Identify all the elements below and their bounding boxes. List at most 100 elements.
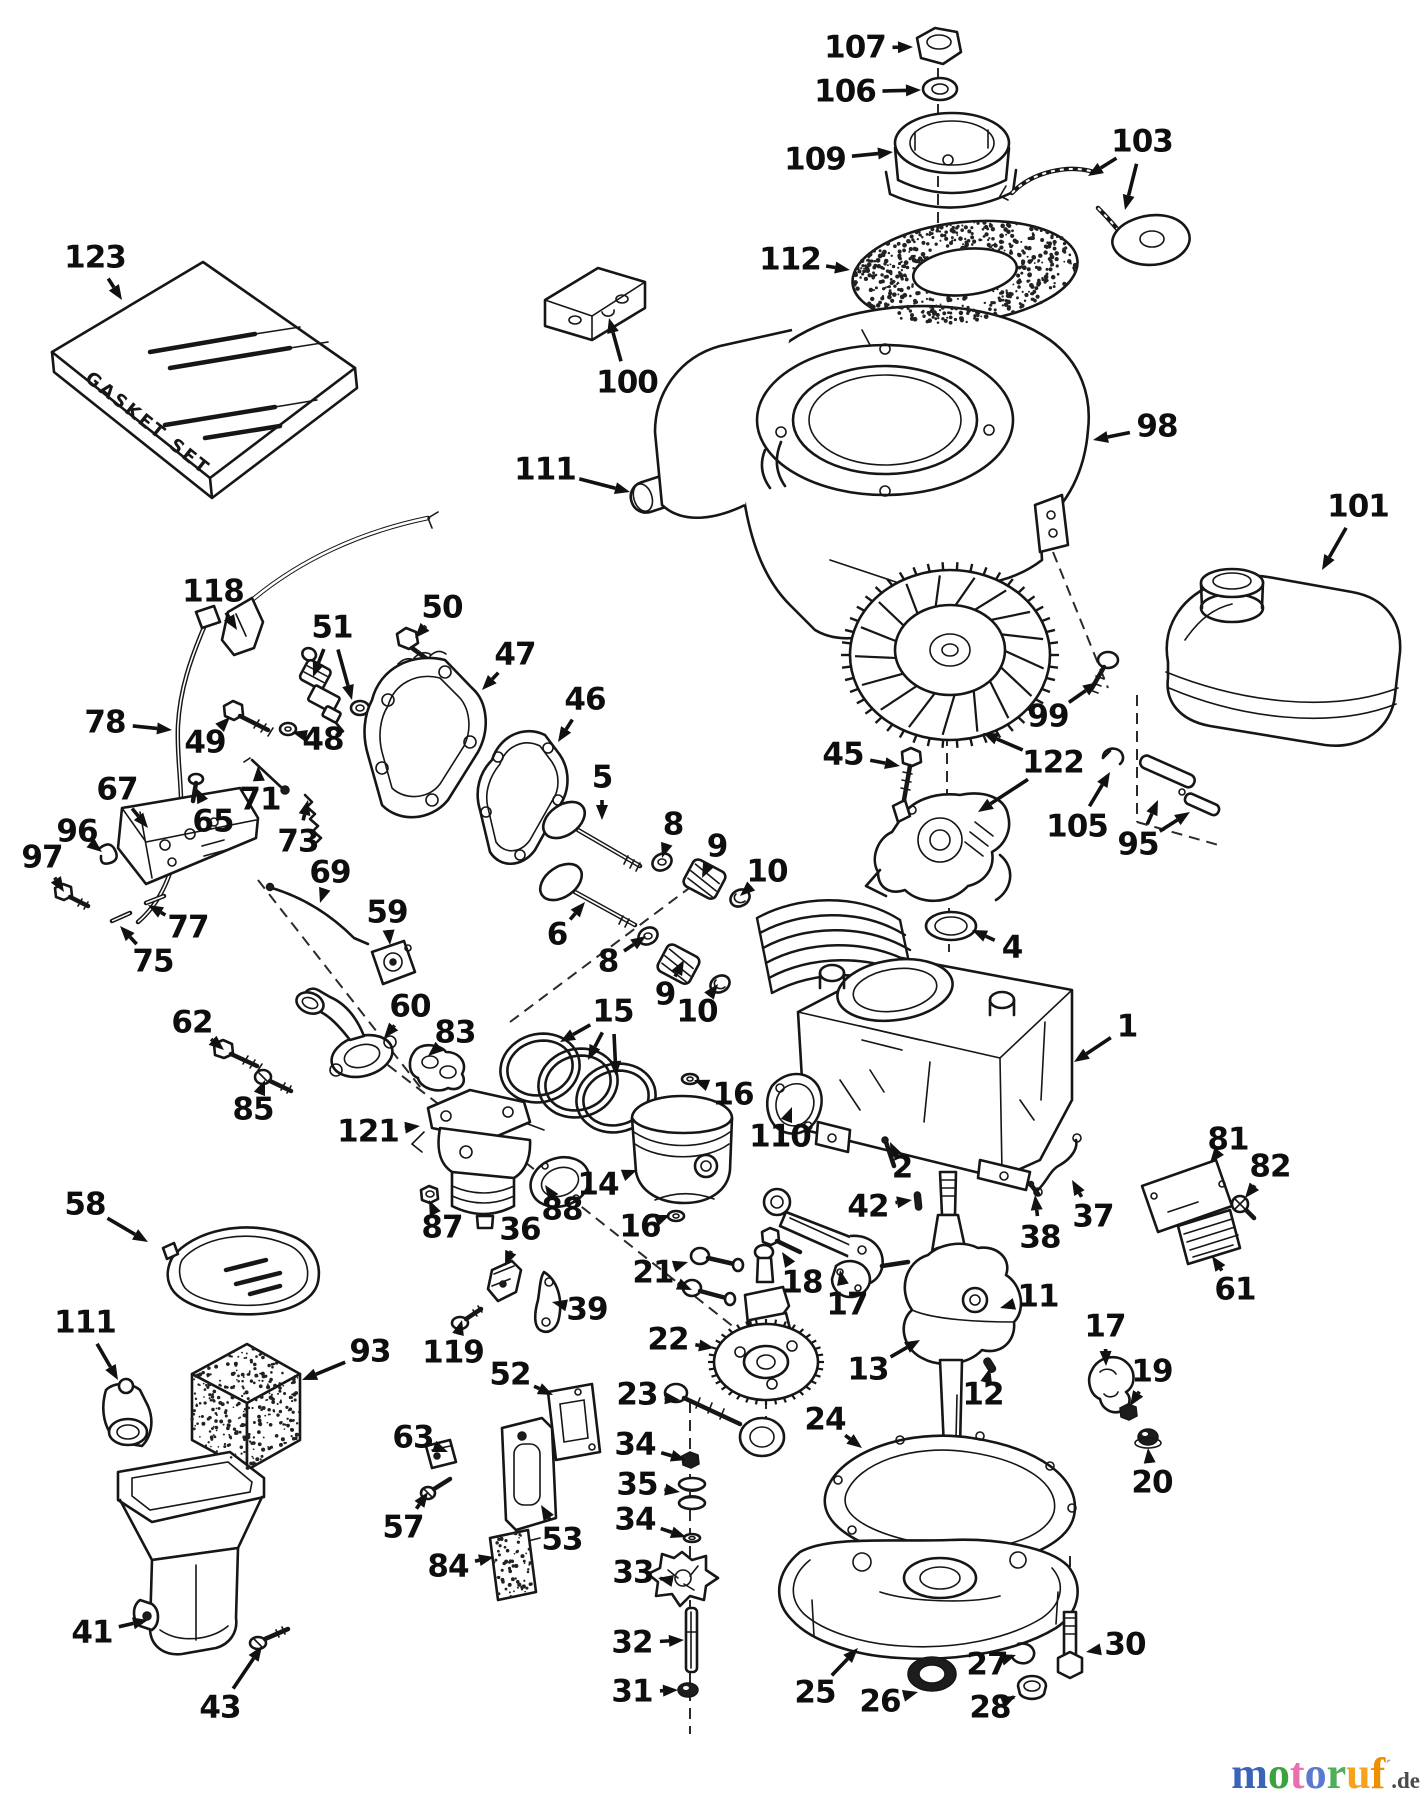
leader-arrowhead: [664, 1392, 680, 1405]
callout-8-95: 8: [597, 943, 620, 980]
leader-arrowhead: [704, 984, 718, 1000]
flange-nut-20: [1134, 1428, 1162, 1449]
screw-65: [187, 772, 205, 804]
callout-75-31: 75: [132, 943, 174, 980]
callout-123-6: 123: [64, 239, 127, 276]
callout-97-26: 97: [21, 839, 63, 876]
head-gasket: [476, 729, 569, 866]
callout-9-96: 9: [654, 976, 677, 1013]
callout-16-42: 16: [619, 1208, 661, 1245]
leader-arrowhead: [1086, 1643, 1102, 1656]
mounting-bracket: [543, 266, 647, 342]
callout-13-70: 13: [847, 1351, 889, 1388]
leader-arrowhead: [558, 726, 572, 742]
callout-17-68: 17: [826, 1286, 868, 1323]
callout-6-91: 6: [546, 916, 569, 953]
leader-line: [160, 910, 167, 917]
leader-arrowhead: [298, 800, 311, 816]
control-bracket-67: [116, 786, 260, 886]
pin-retainer-16a: [680, 1072, 700, 1086]
leader-arrowhead: [877, 147, 893, 160]
callout-36-45: 36: [499, 1211, 541, 1248]
starter-rope: [998, 166, 1191, 267]
leader-arrowhead: [302, 1368, 319, 1380]
callout-14-40: 14: [577, 1166, 619, 1203]
watermark-logo: motoruf´.de: [1231, 1752, 1420, 1796]
leader-line: [132, 724, 158, 731]
callout-107-0: 107: [824, 29, 887, 66]
screw-85: [253, 1068, 294, 1094]
callout-35-60: 35: [616, 1466, 658, 1503]
nut-31: [677, 1682, 699, 1698]
pin-retainer-16b: [666, 1209, 686, 1223]
leader-arrowhead: [1146, 800, 1158, 817]
callout-17-81: 17: [1084, 1308, 1126, 1345]
cotter-pin-38: [1027, 1180, 1041, 1197]
valve-spring-9a: [682, 858, 727, 900]
callout-111-7: 111: [514, 451, 577, 488]
leader-arrowhead: [630, 936, 646, 950]
leader-arrowhead: [342, 683, 354, 700]
watermark-letter: u: [1346, 1749, 1371, 1798]
watermark-word: motoruf: [1231, 1749, 1385, 1798]
watermark-letter: r: [1326, 1749, 1347, 1798]
leader-line: [1107, 430, 1131, 439]
callout-60-35: 60: [389, 988, 431, 1025]
callout-37-77: 37: [1072, 1198, 1114, 1235]
leader-arrowhead: [319, 886, 331, 903]
callout-22-65: 22: [647, 1321, 689, 1358]
leader-line: [423, 624, 428, 629]
leader-arrowhead: [1322, 553, 1335, 570]
leader-arrowhead: [653, 1215, 670, 1227]
leader-line: [474, 1558, 480, 1563]
callout-9-93: 9: [706, 828, 729, 865]
screw-82: [1230, 1194, 1257, 1221]
pan-bolt-30: [1056, 1610, 1084, 1680]
leader-arrowhead: [675, 1278, 692, 1290]
callout-31-64: 31: [611, 1673, 653, 1710]
leader-arrowhead: [545, 1185, 559, 1201]
leader-arrowhead: [208, 1035, 224, 1050]
leader-arrowhead: [972, 930, 989, 942]
callout-16-41: 16: [712, 1076, 754, 1113]
pin-77: [143, 893, 167, 906]
ground-wire: [135, 604, 222, 925]
flywheel-nut: [915, 26, 963, 66]
leader-arrowhead: [905, 84, 921, 97]
callout-24-84: 24: [804, 1401, 846, 1438]
leader-arrowhead: [983, 733, 1000, 745]
callout-10-97: 10: [676, 993, 718, 1030]
leader-line: [1085, 1036, 1112, 1056]
callout-25-85: 25: [794, 1674, 836, 1711]
callout-122-11: 122: [1022, 744, 1085, 781]
callout-61-80: 61: [1214, 1271, 1256, 1308]
callout-28-88: 28: [969, 1689, 1011, 1726]
speckle-texture: [190, 220, 1078, 1599]
leader-arrowhead: [1122, 193, 1135, 210]
leader-arrowhead: [671, 960, 684, 977]
flywheel: [841, 562, 1059, 748]
leader-arrowhead: [248, 1646, 262, 1662]
valve-spring-9b: [656, 943, 701, 985]
leader-line: [844, 1433, 852, 1441]
leader-line: [128, 935, 138, 946]
clamp-17b: [1087, 1355, 1135, 1414]
pin-75: [109, 910, 133, 924]
leader-arrowhead: [50, 876, 64, 892]
nut-87: [419, 1184, 440, 1205]
callout-38-76: 38: [1019, 1219, 1061, 1256]
leader-arrowhead: [133, 812, 148, 828]
fuel-line: [1138, 754, 1221, 817]
callout-11-71: 11: [1017, 1278, 1059, 1315]
oil-pan: [777, 1538, 1079, 1661]
leader-line: [1327, 526, 1348, 558]
leader-arrowhead: [108, 284, 122, 300]
callout-99-10: 99: [1027, 698, 1069, 735]
leader-arrowhead: [223, 614, 237, 630]
leader-arrowhead: [253, 1080, 265, 1097]
leader-arrowhead: [668, 1634, 684, 1647]
carburetor: [410, 1088, 545, 1230]
leader-line: [660, 1526, 673, 1534]
leader-arrowhead: [215, 717, 230, 732]
